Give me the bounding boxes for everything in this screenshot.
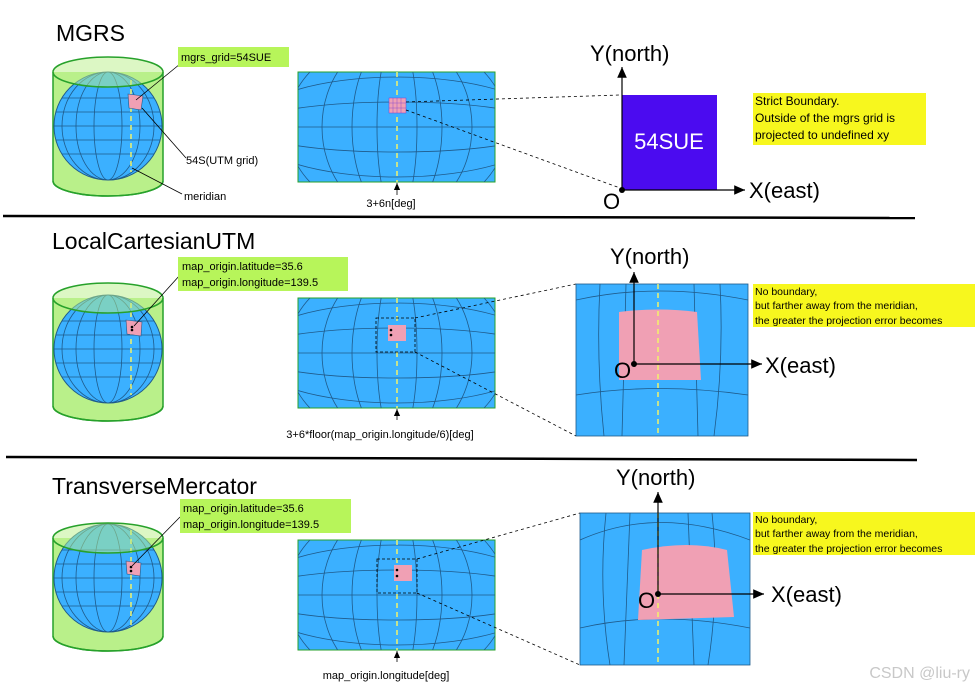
mgrs-note-line-2: Outside of the mgrs grid is [755, 111, 895, 125]
tm-globe [52, 522, 164, 652]
mgrs-axis-y: Y(north) [590, 41, 669, 66]
tm-map-caption: map_origin.longitude[deg] [323, 670, 450, 682]
lcu-zoom-map [575, 283, 749, 437]
mgrs-map [297, 71, 496, 183]
lcu-globe [52, 282, 164, 422]
tm-map [297, 539, 496, 651]
tm-note-line-2: but farther away from the meridian, [755, 528, 918, 540]
lcu-axis-y: Y(north) [610, 244, 689, 269]
tm-note-box [753, 512, 975, 555]
lcu-lat-label: map_origin.latitude=35.6 [182, 261, 303, 273]
lcu-note-line-2: but farther away from the meridian, [755, 300, 918, 312]
lcu-origin-label-box [178, 257, 348, 291]
lcu-title: LocalCartesianUTM [52, 228, 255, 254]
mgrs-origin: O [603, 189, 620, 214]
mgrs-grid-label: mgrs_grid=54SUE [181, 52, 271, 64]
watermark: CSDN @liu-ry [869, 665, 970, 682]
lcu-note-box [753, 284, 975, 327]
lcu-note-line-3: the greater the projection error becomes [755, 315, 942, 327]
mgrs-square-label: 54SUE [634, 129, 704, 154]
mgrs-grid-label-box [178, 47, 289, 67]
mgrs-grid-patch [127, 93, 144, 111]
mgrs-map-caption: 3+6n[deg] [366, 198, 415, 210]
tm-lon-label: map_origin.longitude=139.5 [183, 519, 319, 531]
mgrs-projected-square [622, 95, 717, 190]
mgrs-note-line-1: Strict Boundary. [755, 94, 839, 108]
lcu-note-line-1: No boundary, [755, 286, 817, 298]
tm-note-line-3: the greater the projection error becomes [755, 543, 942, 555]
mgrs-note-box [753, 93, 926, 145]
lcu-axis-x: X(east) [765, 353, 836, 378]
tm-lat-label: map_origin.latitude=35.6 [183, 503, 304, 515]
mgrs-title: MGRS [56, 20, 125, 46]
section-divider-2 [5, 455, 918, 462]
mgrs-note-line-3: projected to undefined xy [755, 128, 889, 142]
mgrs-globe [52, 56, 164, 197]
tm-axis-x: X(east) [771, 582, 842, 607]
tm-note-line-1: No boundary, [755, 514, 817, 526]
tm-origin: O [638, 588, 655, 613]
lcu-map-caption: 3+6*floor(map_origin.longitude/6)[deg] [286, 429, 473, 441]
meridian-label: meridian [184, 191, 226, 203]
utm-grid-label: 54S(UTM grid) [186, 155, 258, 167]
tm-zoom-map [579, 512, 751, 666]
tm-axis-y: Y(north) [616, 465, 695, 490]
section-divider-1 [2, 214, 916, 220]
mgrs-axis-x: X(east) [749, 178, 820, 203]
lcu-origin: O [614, 358, 631, 383]
lcu-lon-label: map_origin.longitude=139.5 [182, 277, 318, 289]
lcu-map [297, 297, 496, 409]
tm-title: TransverseMercator [52, 473, 257, 499]
tm-origin-label-box [180, 499, 351, 533]
